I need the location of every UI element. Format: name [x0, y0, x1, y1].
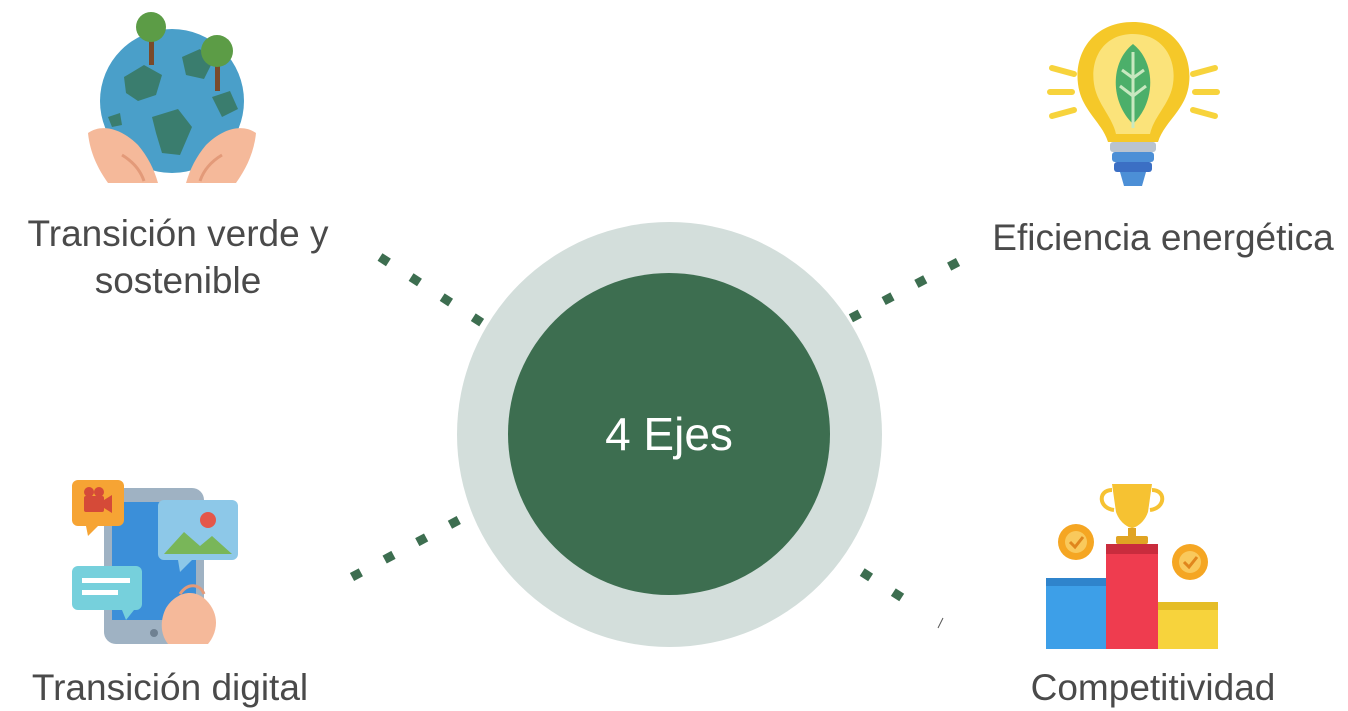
podium-trophy-icon: [1046, 484, 1218, 649]
lightbulb-leaf-icon: [1047, 22, 1220, 186]
axis-label-energy-efficiency: Eficiencia energética: [992, 217, 1334, 258]
center-hub: 4 Ejes: [508, 273, 830, 595]
earth-in-hands-icon: [88, 12, 256, 183]
smartphone-media-icon: [72, 480, 238, 644]
connector-bottom-right: [797, 528, 921, 612]
connector-tick: [937, 617, 944, 629]
axis-label-competitiveness: Competitividad: [1030, 667, 1276, 708]
axis-label-digital-transition: Transición digital: [31, 667, 309, 708]
center-label: 4 Ejes: [605, 408, 733, 460]
